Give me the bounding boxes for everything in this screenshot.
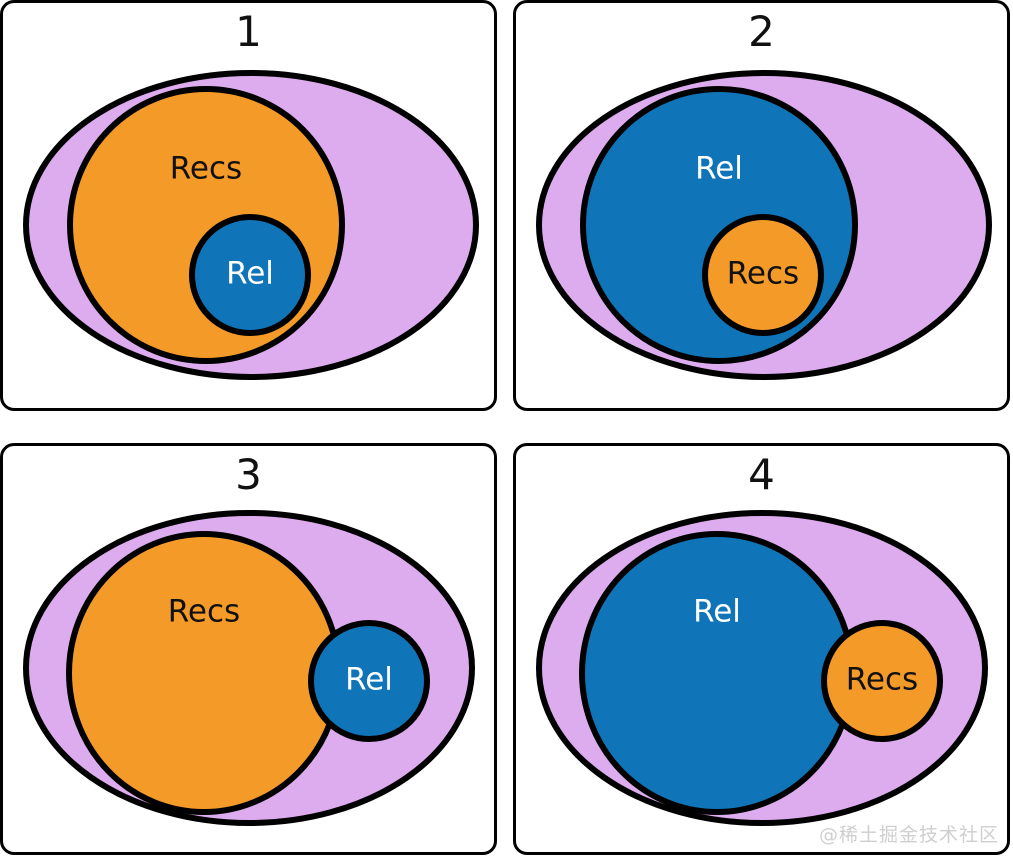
set-shape-rel[interactable] — [308, 620, 430, 742]
set-shape-recs[interactable] — [67, 86, 345, 364]
set-label-rel: Rel — [695, 151, 743, 187]
set-label-rel: Rel — [226, 256, 274, 292]
watermark: @稀土掘金技术社区 — [818, 824, 999, 846]
panel-number-4: 4 — [748, 450, 775, 499]
set-label-rel: Rel — [345, 662, 393, 698]
set-shape-recs[interactable] — [821, 620, 943, 742]
set-label-recs: Recs — [168, 594, 240, 630]
set-label-recs: Recs — [846, 662, 918, 698]
set-label-rel: Rel — [693, 594, 741, 630]
set-shape-rel[interactable] — [189, 214, 311, 336]
set-shape-rel[interactable] — [580, 86, 858, 364]
set-shape-recs[interactable] — [66, 531, 342, 815]
set-shape-rel[interactable] — [579, 531, 855, 815]
panel-number-2: 2 — [748, 7, 775, 56]
panel-number-1: 1 — [235, 7, 262, 56]
panel-number-3: 3 — [235, 450, 262, 499]
set-label-recs: Recs — [170, 151, 242, 187]
set-shape-recs[interactable] — [702, 214, 824, 336]
set-label-recs: Recs — [727, 256, 799, 292]
